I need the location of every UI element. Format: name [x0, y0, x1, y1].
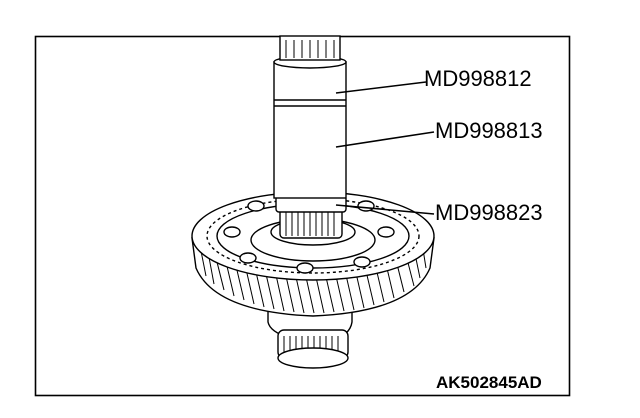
differential-assembly [191, 35, 435, 369]
ring-gear-bolts [223, 200, 395, 274]
leader-lines [335, 81, 435, 215]
label-md998812: MD998812 [424, 66, 532, 91]
label-md998813: MD998813 [435, 118, 543, 143]
figure-code: AK502845AD [436, 373, 542, 392]
tool-cylinder [273, 61, 347, 199]
label-md998823: MD998823 [435, 200, 543, 225]
